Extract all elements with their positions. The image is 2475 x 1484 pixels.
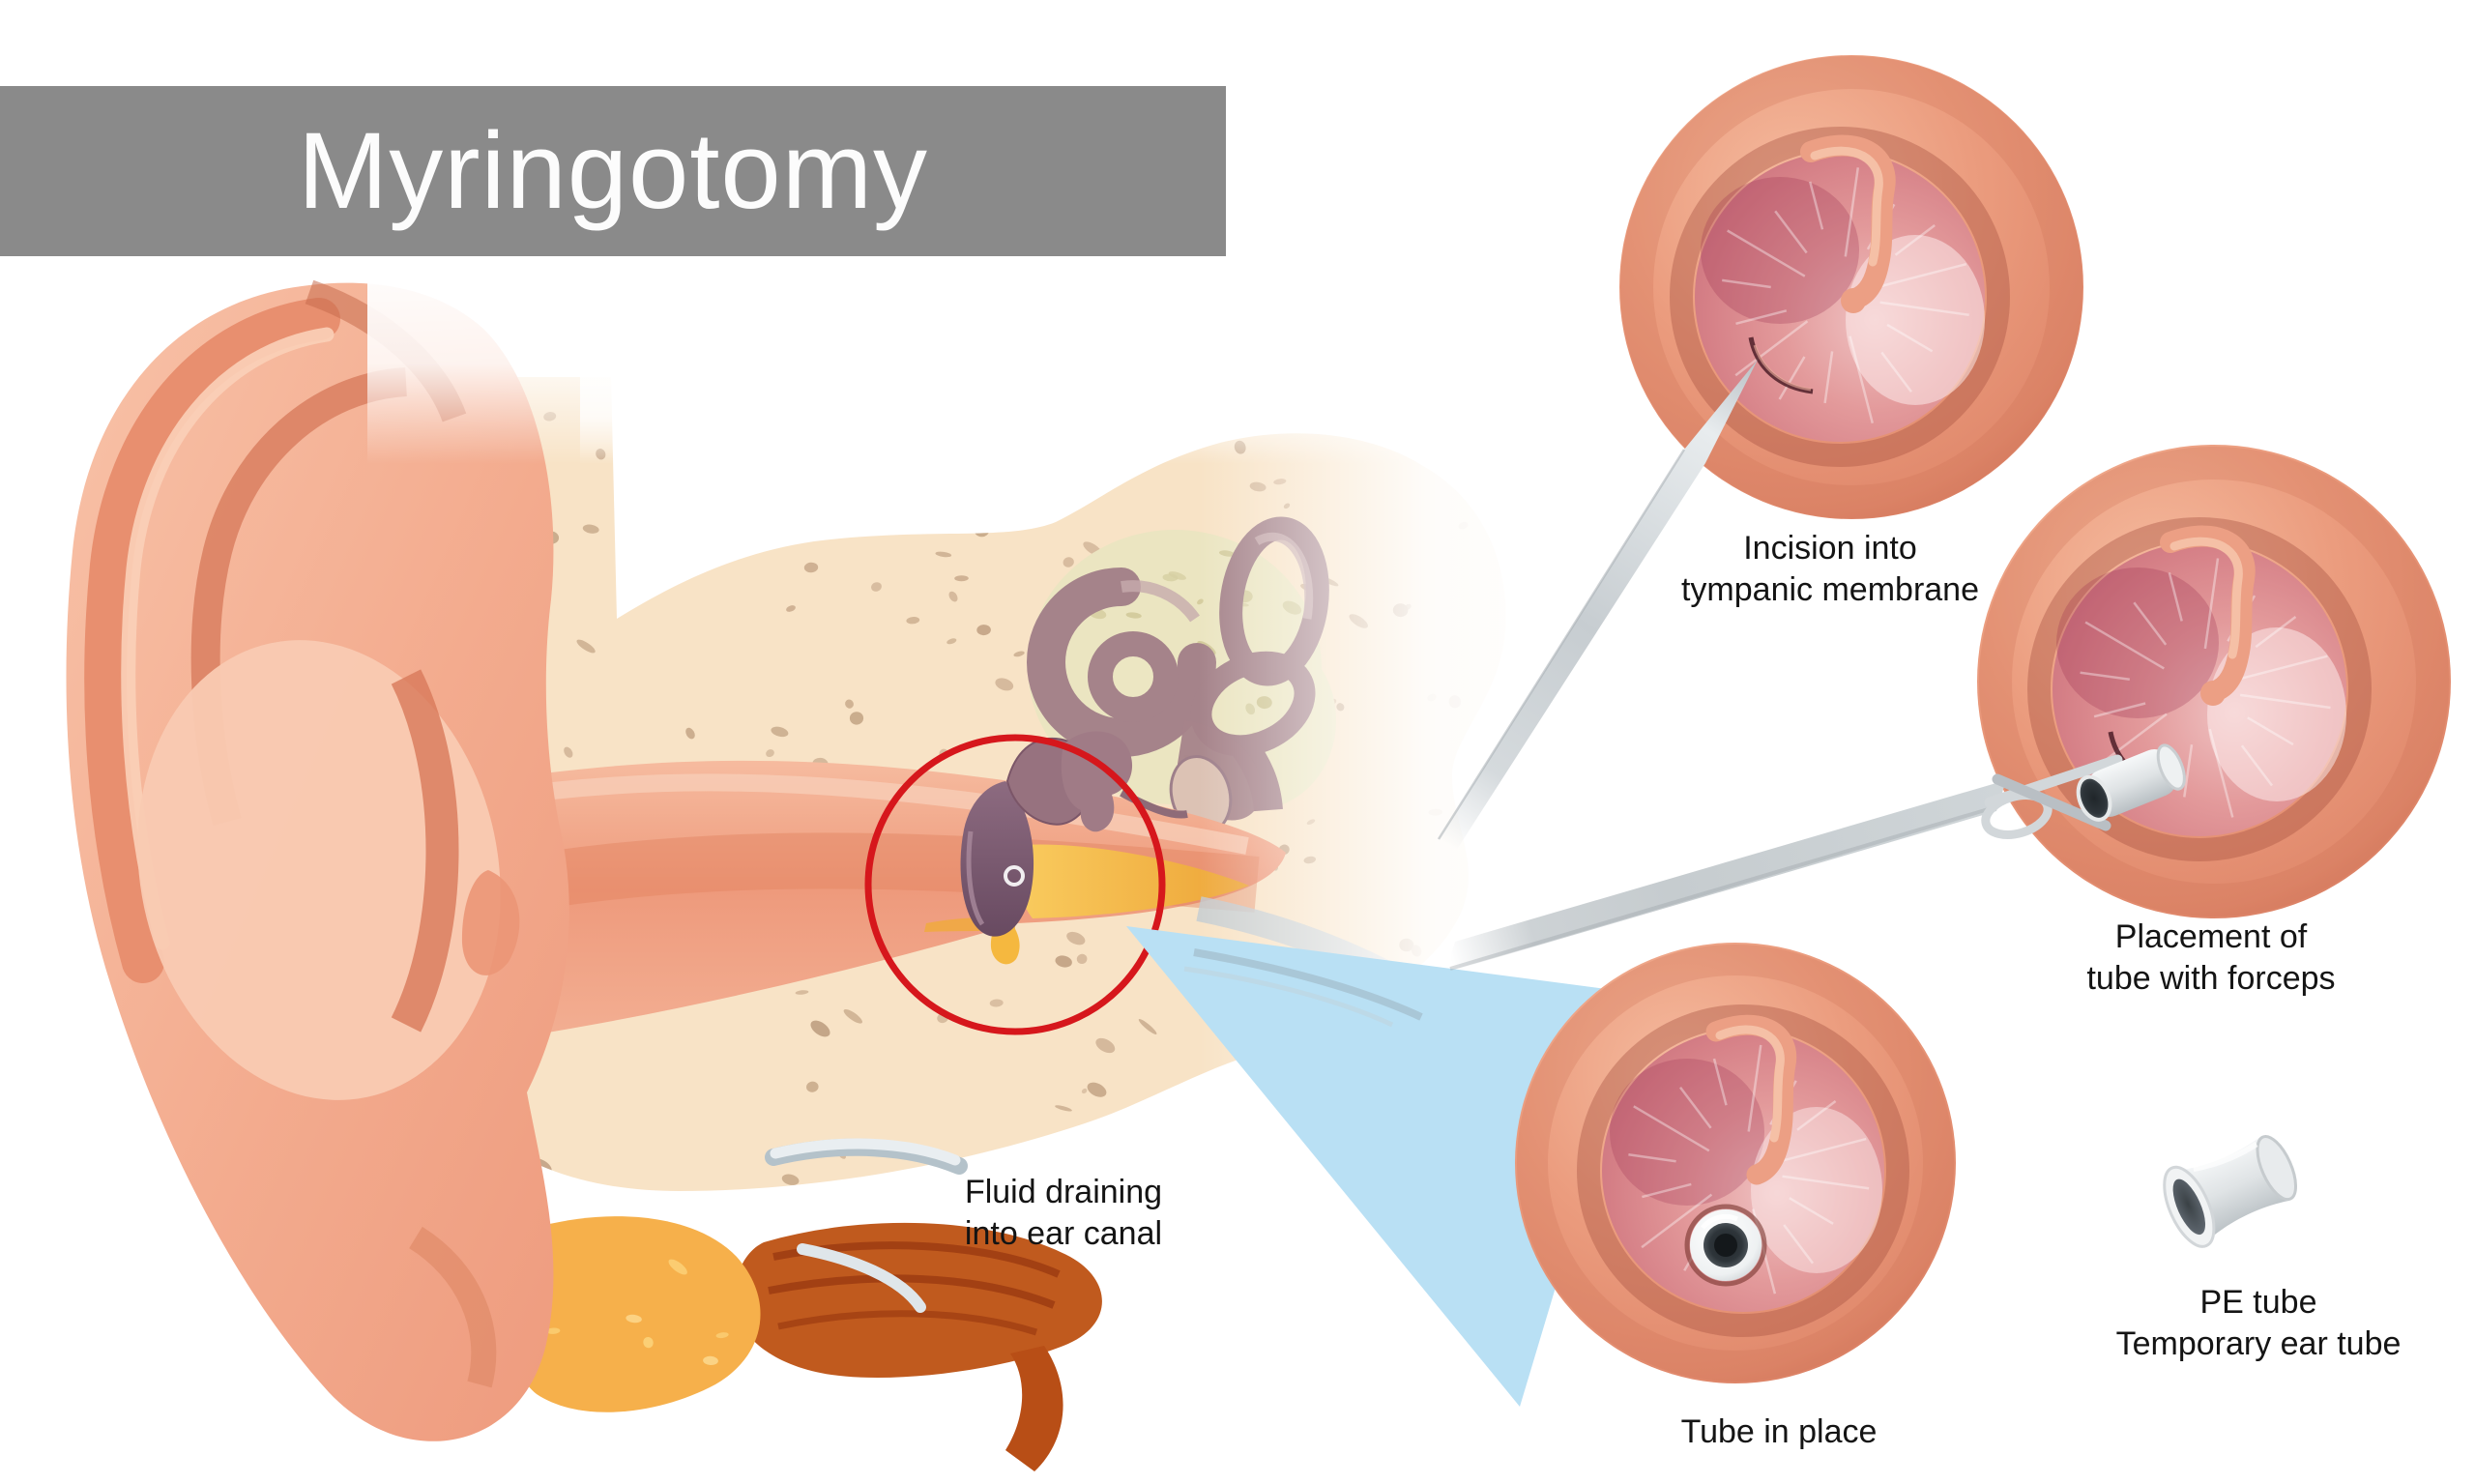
inset3-grommet xyxy=(1684,1204,1767,1287)
tragus xyxy=(461,870,520,975)
umbo-highlight xyxy=(1004,865,1025,887)
inset1-ring-shade xyxy=(1620,56,2082,518)
inset3-malleus-light xyxy=(1715,1025,1785,1143)
grommet-hole xyxy=(1714,1234,1737,1257)
pinna xyxy=(66,279,569,1441)
inset2-malleus-light xyxy=(2169,537,2243,659)
label-placement: Placement of tube with forceps xyxy=(2086,918,2336,997)
concha-shadow xyxy=(391,669,459,1033)
page-title: Myringotomy xyxy=(297,110,929,231)
forceps-shaft-shadow xyxy=(1449,806,1993,971)
label-incision: Incision into tympanic membrane xyxy=(1680,530,1979,608)
inset3-membrane-dark xyxy=(1610,1059,1764,1206)
pe-tube-illustration xyxy=(2163,1135,2298,1248)
inset1-incision xyxy=(1748,336,1814,394)
inset3-tympanic-membrane xyxy=(1602,1030,1884,1312)
pe-tube-opening xyxy=(2172,1178,2206,1236)
cochlea xyxy=(1027,567,1216,757)
pe-tube-highlight xyxy=(2193,1141,2258,1173)
inset3-membrane-light xyxy=(1751,1107,1882,1273)
inset1-incision-edge xyxy=(1753,344,1812,392)
ear-canal-shape xyxy=(419,760,1286,1049)
inset1-malleus xyxy=(1800,134,1896,309)
held-tube-opening xyxy=(2076,774,2112,822)
myringotomy-knife xyxy=(1437,360,1758,851)
eardrum-highlight xyxy=(966,830,985,926)
beam-streak-2 xyxy=(1183,966,1394,1028)
label-fluid-draining: Fluid draining into ear canal xyxy=(964,1174,1163,1252)
inset3-malleus xyxy=(1705,1014,1797,1185)
knife-edge xyxy=(1437,449,1686,840)
grommet-highlight xyxy=(1701,1213,1739,1230)
beam-streak-1 xyxy=(1193,948,1423,1021)
cartilage-streak-2 xyxy=(770,1138,961,1166)
inset2-radial-streaks xyxy=(2080,558,2331,818)
eardrum xyxy=(960,781,1034,937)
fluid-effusion xyxy=(1018,844,1249,918)
lower-muscle-stria-3 xyxy=(777,1310,1038,1336)
inset-placement xyxy=(1977,445,2451,918)
inset1-umbo xyxy=(1841,288,1866,313)
grommet-shadow-ring xyxy=(1684,1204,1767,1287)
label-tube-in-place: Tube in place xyxy=(1680,1413,1878,1450)
inset-tube-in-place xyxy=(1515,943,1956,1383)
inset1-malleus-light xyxy=(1810,146,1883,267)
inset2-ring-shade xyxy=(1979,447,2449,917)
held-tube-flange xyxy=(2156,743,2186,791)
forceps xyxy=(1445,743,2186,973)
lower-muscle-stria-2 xyxy=(768,1274,1056,1309)
ear-cross-section xyxy=(66,279,1506,1471)
cartilage-streak-3 xyxy=(797,1243,926,1313)
incus xyxy=(1061,731,1133,832)
inset2-malleus xyxy=(2160,525,2256,702)
cartilage-lobe-blob xyxy=(508,1216,761,1412)
muscle-hook xyxy=(1005,1346,1063,1471)
inset1-membrane-light xyxy=(1846,235,1985,405)
forceps-arm-1 xyxy=(1984,754,2123,808)
forceps-shaft xyxy=(1445,780,2006,973)
zoom-beam xyxy=(1126,926,1644,1407)
inset3-ring-shade xyxy=(1517,945,1954,1382)
label-pe-tube: PE tube Temporary ear tube xyxy=(2115,1284,2402,1362)
helix-rim xyxy=(84,298,340,983)
middle-ear xyxy=(924,731,1249,965)
forceps-held-tube xyxy=(2076,743,2186,822)
inset1-membrane-dark xyxy=(1701,177,1859,324)
inset2-umbo xyxy=(2200,681,2226,706)
highlight-circle xyxy=(864,734,1166,1035)
title-banner: Myringotomy xyxy=(0,86,1226,256)
lobe-shading xyxy=(408,1226,497,1388)
forceps-arm-2 xyxy=(1992,773,2111,831)
pe-tube-flange-right xyxy=(2256,1135,2298,1202)
inset2-membrane-dark xyxy=(2056,567,2219,718)
